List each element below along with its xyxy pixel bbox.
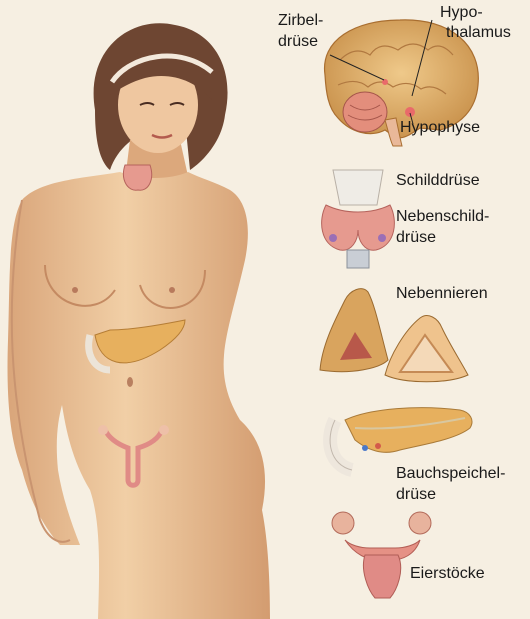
thyroid-organ (322, 170, 395, 268)
label-eierstoecke: Eierstöcke (410, 565, 485, 583)
label-bauchspeicheldruese-2: drüse (396, 486, 436, 504)
thyroid-lobes (322, 205, 395, 250)
torso (8, 172, 270, 619)
ovaries-organ (332, 512, 431, 598)
label-nebenschilddruese-1: Nebenschild- (396, 208, 489, 226)
larynx-cartilage (333, 170, 383, 205)
figure-thyroid (123, 165, 151, 190)
label-nebennieren: Nebennieren (396, 285, 488, 303)
female-figure (8, 23, 270, 619)
label-schilddruese: Schilddrüse (396, 172, 480, 190)
label-zirbeldruese-1: Zirbel- (278, 12, 323, 30)
trachea (347, 250, 369, 268)
label-zirbeldruese-2: drüse (278, 33, 318, 51)
pancreas-organ (330, 408, 472, 470)
label-nebenschilddruese-2: drüse (396, 229, 436, 247)
cerebellum (343, 92, 387, 132)
label-hypophyse: Hypophyse (400, 119, 480, 137)
label-hypothalamus-1: Hypo- (440, 4, 483, 22)
label-bauchspeicheldruese-1: Bauchspeichel- (396, 465, 505, 483)
navel (127, 377, 133, 387)
label-hypothalamus-2: thalamus (446, 24, 511, 42)
hypophyse-gland (405, 107, 415, 117)
